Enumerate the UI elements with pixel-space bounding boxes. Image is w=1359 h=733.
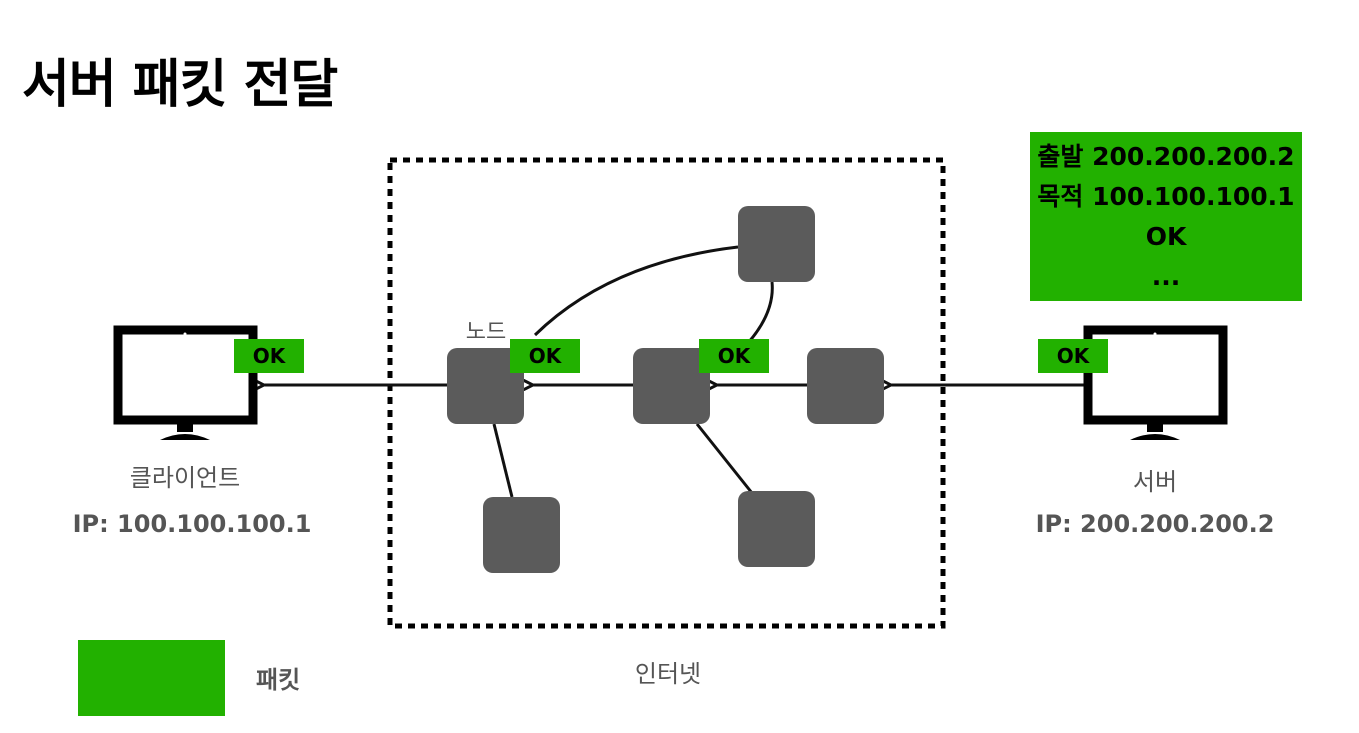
- node-2: [633, 348, 710, 424]
- packet-payload: OK: [1145, 221, 1187, 251]
- node-label: 노드: [465, 320, 507, 345]
- internet-label: 인터넷: [634, 660, 702, 688]
- server-ip: IP: 200.200.200.2: [1035, 510, 1275, 538]
- internet-boundary: [387, 157, 946, 629]
- packet-destination: 목적 100.100.100.1: [1037, 181, 1295, 211]
- link-node2-node-top: [746, 281, 774, 344]
- client-label: 클라이언트: [129, 464, 241, 492]
- monitor-icon: [1083, 325, 1228, 440]
- link-node1-node-top: [533, 245, 739, 337]
- link-node1-node-bottom-left: [492, 423, 514, 498]
- server-label: 서버: [1132, 468, 1178, 496]
- page-title: 서버 패킷 전달: [22, 55, 338, 115]
- packet-ellipsis: ...: [1151, 261, 1181, 291]
- packet-tag-client: OK: [234, 339, 304, 373]
- packet-tag-server: OK: [1038, 339, 1108, 373]
- link-node2-node-bottom-right: [695, 423, 754, 494]
- node-top: [738, 206, 815, 282]
- packet-header: 출발 200.200.200.2 목적 100.100.100.1 OK ...: [1030, 132, 1302, 301]
- packet-tag-node2: OK: [699, 339, 769, 373]
- legend-packet-label: 패킷: [256, 666, 301, 694]
- client-ip: IP: 100.100.100.1: [72, 510, 312, 538]
- packet-tag-node1: OK: [510, 339, 580, 373]
- packet-source: 출발 200.200.200.2: [1037, 141, 1295, 171]
- node-1: [447, 348, 524, 424]
- nodes: [447, 206, 884, 573]
- node-bottom-left: [483, 497, 560, 573]
- monitor-icon: [113, 325, 258, 440]
- node-4: [807, 348, 884, 424]
- legend-packet-swatch: [78, 640, 225, 716]
- node-connections: [492, 245, 774, 498]
- node-bottom-right: [738, 491, 815, 567]
